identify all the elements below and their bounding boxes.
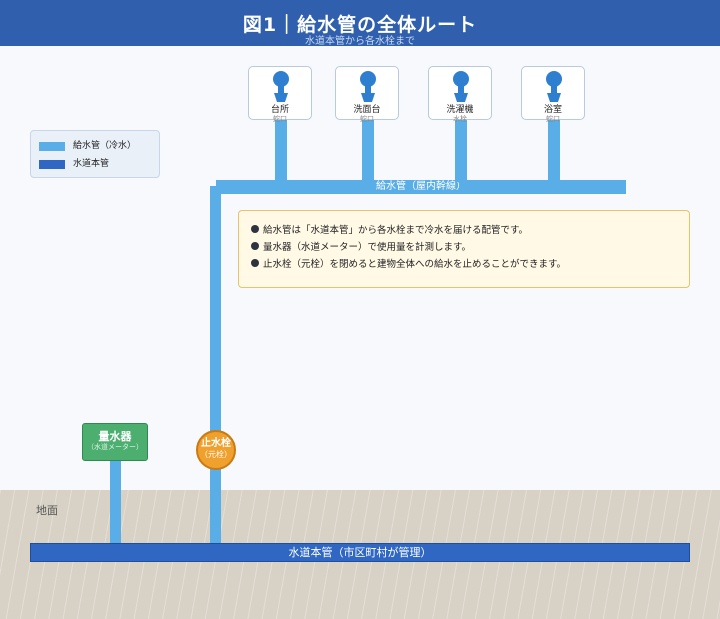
fixture-sub: 蛇口 [360,115,374,123]
faucet-icon [360,71,376,102]
indoor-trunk-pipe [216,180,626,194]
fixture-washer: 洗濯機 水栓 [428,66,492,123]
note-line: 給水管は「水道本管」から各水栓まで冷水を届ける配管です。 [251,222,677,239]
note-line: 量水器（水道メーター）で使用量を計測します。 [251,239,677,256]
fixture-name: 浴室 [543,105,562,115]
fixture-name: 洗濯機 [446,105,474,115]
faucet-icon [273,71,289,102]
fixture-name: 台所 [270,105,289,115]
fixture-name: 洗面台 [353,105,381,115]
branch-pipe-washbasin [362,118,374,182]
bullet-icon [251,259,259,267]
legend: 給水管（冷水） 水道本管 [30,130,160,178]
legend-label-service-pipe: 給水管（冷水） [73,141,137,151]
ground-label: 地面 [36,504,58,517]
water-meter: 量水器 （水道メーター） [82,423,148,461]
water-main-label: 水道本管（市区町村が管理） [288,546,432,559]
valve-sublabel: （元栓） [200,450,232,459]
branch-pipe-bath [548,118,560,182]
faucet-icon [453,71,469,102]
legend-swatch-service-pipe [39,142,65,151]
faucet-icon [546,71,562,102]
water-main-pipe: 水道本管（市区町村が管理） [30,543,690,562]
valve-label: 止水栓 [201,438,231,449]
fixture-sub: 蛇口 [546,115,560,123]
note-text: 止水栓（元栓）を閉めると建物全体への給水を止めることができます。 [263,259,567,270]
meter-sublabel: （水道メーター） [87,443,143,451]
diagram-title: 図1｜給水管の全体ルート [242,14,478,36]
note-text: 量水器（水道メーター）で使用量を計測します。 [263,242,472,253]
header-bar [0,0,720,46]
fixture-washbasin: 洗面台 蛇口 [335,66,399,123]
bullet-icon [251,242,259,250]
indoor-trunk-label: 給水管（屋内幹線） [376,181,466,192]
stop-valve: 止水栓 （元栓） [196,430,236,470]
bullet-icon [251,225,259,233]
diagram-subtitle: 水道本管から各水栓まで [305,36,415,47]
note-line: 止水栓（元栓）を閉めると建物全体への給水を止めることができます。 [251,256,677,273]
note-text: 給水管は「水道本管」から各水栓まで冷水を届ける配管です。 [263,225,529,236]
fixture-bath: 浴室 蛇口 [521,66,585,123]
fixture-kitchen: 台所 蛇口 [248,66,312,123]
meter-label: 量水器 [98,430,132,443]
branch-pipe-kitchen [275,118,287,182]
legend-label-main-pipe: 水道本管 [73,159,110,169]
legend-swatch-main-pipe [39,160,65,169]
branch-pipe-washer [455,118,467,182]
info-note-box: 給水管は「水道本管」から各水栓まで冷水を届ける配管です。 量水器（水道メーター）… [238,210,690,288]
riser-pipe [210,186,221,544]
fixture-sub: 蛇口 [273,115,287,123]
meter-branch-pipe [110,460,121,544]
fixture-sub: 水栓 [453,115,467,123]
